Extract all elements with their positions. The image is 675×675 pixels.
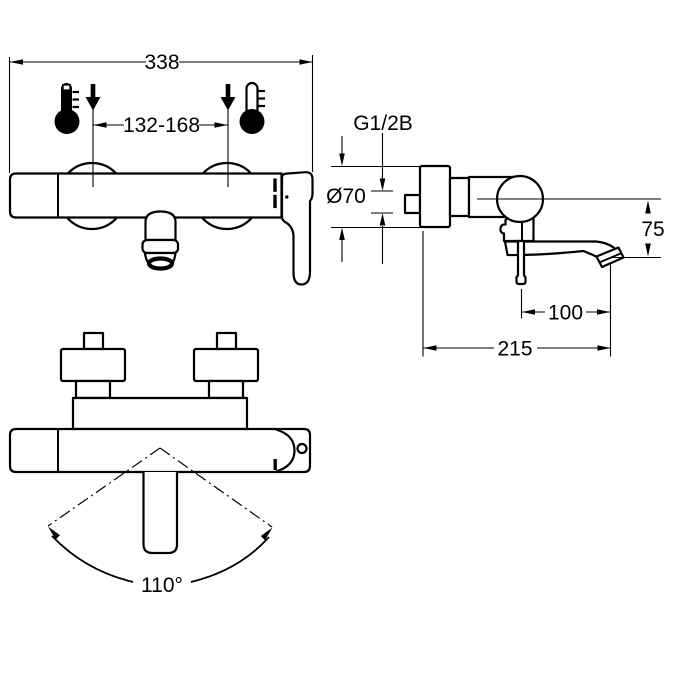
dimension-overall-width: 338	[8, 51, 314, 173]
swivel-limit-line-right	[159, 447, 273, 528]
handle-pin-dot	[285, 195, 289, 199]
mixer-body-top	[8, 427, 312, 474]
handle-dome-top	[275, 428, 296, 473]
dimension-connection-centers: 132-168	[92, 110, 229, 187]
temperature-mark-lower	[273, 194, 277, 209]
right-connector-end	[215, 331, 238, 351]
body-block-top	[71, 396, 249, 431]
connection-centers-label: 132-168	[123, 114, 200, 137]
hot-water-thermometer-icon	[54, 83, 80, 134]
escutcheon-diameter-label: Ø70	[326, 185, 366, 208]
handle-to-outlet-label: 100	[548, 302, 583, 325]
aerator-ring	[146, 256, 175, 271]
lever-handle	[280, 171, 314, 286]
left-union-nut	[59, 347, 127, 383]
swivel-angle-label: 110°	[141, 574, 183, 597]
dimension-handle-to-outlet: 100	[520, 263, 612, 357]
mixer-body	[8, 172, 283, 219]
dimension-swivel-angle: 110°	[48, 526, 273, 597]
temperature-mark-top	[273, 459, 277, 470]
dimension-thread-size: G1/2B	[353, 112, 413, 264]
dimension-escutcheon-diameter: Ø70	[326, 136, 449, 262]
spout-dome	[144, 210, 177, 242]
spout-reach-label: 215	[497, 338, 532, 361]
right-union-neck	[207, 379, 245, 400]
dimension-outlet-height: 75	[612, 200, 665, 259]
wall-escutcheon	[418, 164, 452, 229]
wall-connection-nipple	[403, 193, 422, 215]
handle-pin-top	[296, 442, 308, 455]
side-view	[403, 164, 661, 286]
thread-size-label: G1/2B	[353, 112, 413, 135]
overall-width-label: 338	[144, 51, 179, 74]
flow-direction-down-icon	[220, 84, 236, 111]
spout-collar	[141, 238, 180, 255]
dimension-spout-reach: 215	[422, 231, 611, 361]
left-connector-end	[82, 331, 105, 351]
body-step	[448, 176, 471, 218]
swivel-limit-line-left	[47, 447, 161, 527]
lever-rod-side	[515, 239, 527, 286]
aerator-face-line	[600, 252, 621, 263]
outlet-height-label: 75	[641, 218, 664, 241]
spout-top	[142, 472, 179, 555]
flow-direction-down-icon	[85, 84, 101, 111]
top-view	[8, 331, 312, 555]
cold-water-thermometer-icon	[239, 81, 265, 134]
temperature-mark-upper	[273, 178, 277, 192]
front-view	[8, 161, 314, 286]
left-union-neck	[74, 379, 112, 400]
right-union-nut	[192, 347, 260, 383]
